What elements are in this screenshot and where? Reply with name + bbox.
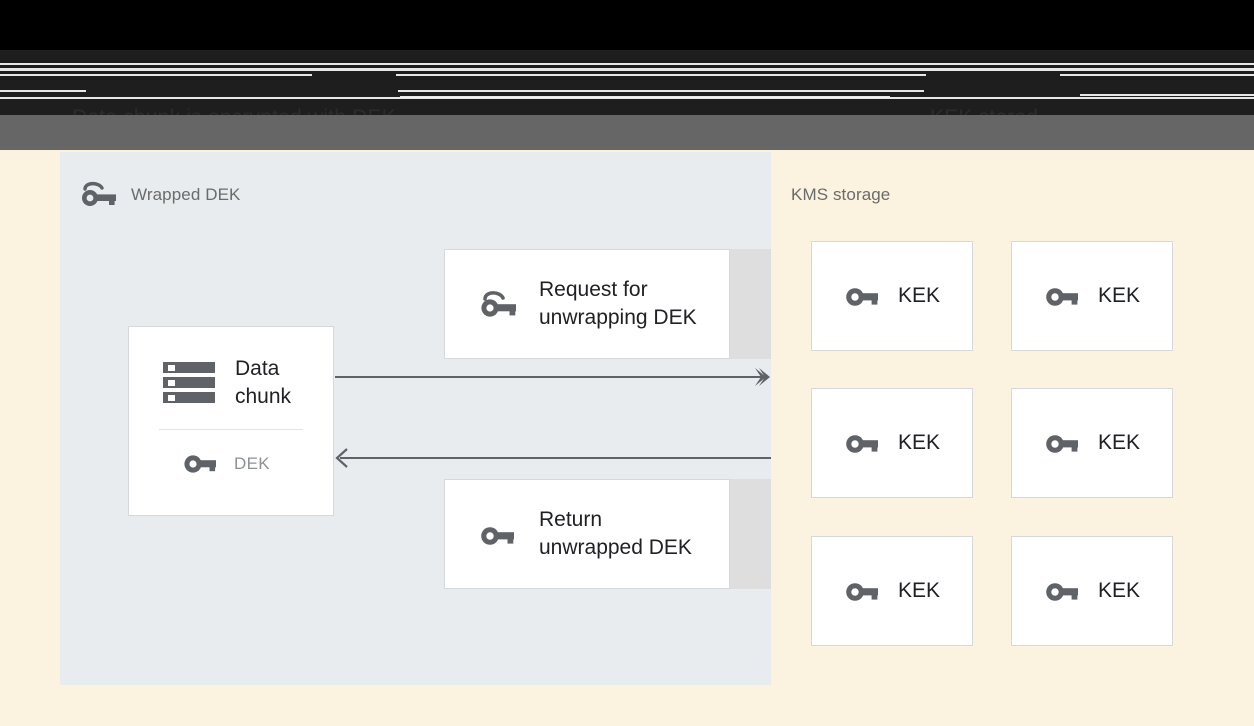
key-icon [1044, 577, 1084, 605]
data-chunk-card[interactable]: Data chunk DEK [128, 326, 334, 516]
kms-storage-panel-title: KMS storage [791, 185, 891, 204]
wrapped-key-icon [79, 180, 119, 208]
key-icon [844, 282, 884, 310]
arrow-request-head [753, 366, 775, 388]
kek-label: KEK [897, 579, 941, 602]
kek-card[interactable]: KEK [811, 241, 973, 351]
key-icon [844, 577, 884, 605]
scanline [0, 90, 86, 92]
storage-chunk-icon [161, 359, 217, 407]
arrow-return-line [340, 457, 771, 459]
kek-label: KEK [1097, 431, 1141, 454]
kek-card[interactable]: KEK [811, 536, 973, 646]
scanline [1060, 74, 1254, 76]
scanline [400, 96, 890, 98]
card-backer-strip [730, 249, 771, 359]
key-icon [184, 452, 218, 476]
kek-label: KEK [897, 431, 941, 454]
scanline [1080, 94, 1254, 96]
header-caption-left: Data chunk is encrypted with DEK and sto… [72, 104, 396, 115]
wrapped-dek-panel-title: Wrapped DEK [131, 185, 241, 204]
kek-label: KEK [1097, 284, 1141, 307]
kek-label: KEK [897, 284, 941, 307]
data-chunk-title: Data chunk [235, 357, 292, 408]
request-unwrap-label: Request for unwrapping DEK [539, 278, 697, 329]
header-caption-right: KEK stored never on disk [930, 104, 1058, 115]
key-icon [479, 518, 521, 550]
scanline [0, 63, 1254, 65]
return-unwrapped-label: Return unwrapped DEK [539, 508, 692, 559]
arrow-request-line [335, 376, 765, 378]
header-gray-bar [0, 115, 1254, 150]
scanline [0, 97, 1254, 99]
data-chunk-dek-row: DEK [129, 430, 333, 476]
key-icon [844, 429, 884, 457]
data-chunk-divider [159, 429, 303, 430]
scanline [396, 74, 926, 76]
kek-card[interactable]: KEK [811, 388, 973, 498]
key-icon [1044, 282, 1084, 310]
arrow-return-head [334, 447, 352, 469]
request-unwrap-card[interactable]: Request for unwrapping DEK [444, 249, 730, 359]
scanline [0, 68, 1254, 71]
scanline [0, 74, 312, 76]
data-chunk-header: Data chunk [129, 327, 333, 413]
header-dark-band: Data chunk is encrypted with DEK and sto… [0, 50, 1254, 115]
kek-card[interactable]: KEK [1011, 536, 1173, 646]
kek-card[interactable]: KEK [1011, 388, 1173, 498]
data-chunk-dek-label: DEK [234, 454, 270, 473]
kek-label: KEK [1097, 579, 1141, 602]
wrapped-key-icon [479, 288, 521, 320]
kek-card[interactable]: KEK [1011, 241, 1173, 351]
card-backer-strip [730, 479, 771, 589]
scanline [398, 90, 924, 92]
return-unwrapped-card[interactable]: Return unwrapped DEK [444, 479, 730, 589]
header-black-bar [0, 0, 1254, 50]
key-icon [1044, 429, 1084, 457]
